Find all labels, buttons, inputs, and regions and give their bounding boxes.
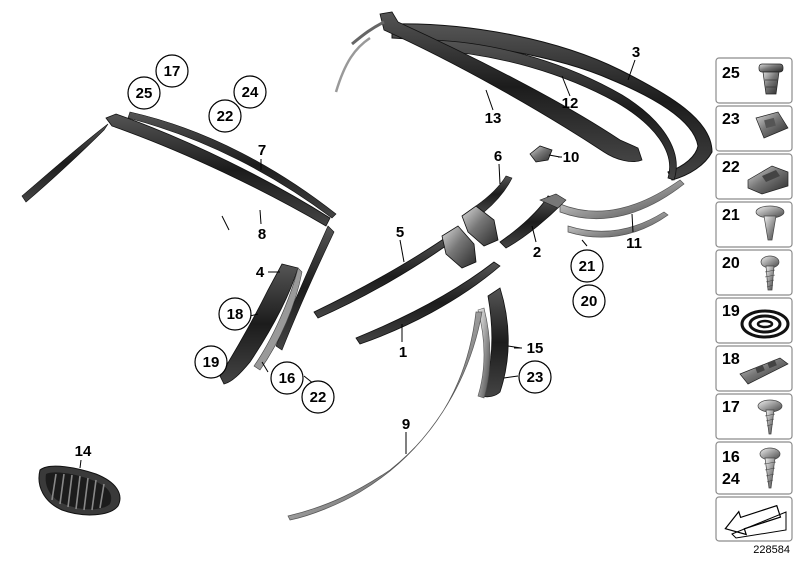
label-15: 15 <box>527 340 544 357</box>
panel-label-16: 16 <box>722 449 740 466</box>
part-9-seal-strip <box>287 311 483 521</box>
label-11: 11 <box>626 235 642 252</box>
panel-label-18: 18 <box>722 351 740 368</box>
circle-16 <box>270 361 304 395</box>
label-13: 13 <box>485 110 502 127</box>
label-4: 4 <box>256 264 265 281</box>
circle-25-top <box>127 76 161 110</box>
circled-label-21: 21 <box>579 258 596 275</box>
label-14: 14 <box>75 443 92 460</box>
tapping-screw-icon <box>759 447 781 489</box>
part-5-seal-and-corner <box>313 225 477 319</box>
grommet-icon <box>758 63 784 95</box>
circled-label-19: 19 <box>203 354 220 371</box>
panel-label-24: 24 <box>722 471 740 488</box>
circled-label-25: 25 <box>136 85 153 102</box>
cord-coil-icon <box>740 309 790 339</box>
circled-label-24: 24 <box>242 84 259 101</box>
part-10-clip <box>529 145 553 163</box>
push-rivet-icon <box>755 205 785 241</box>
clip-nut-icon <box>755 111 789 139</box>
label-5: 5 <box>396 224 404 241</box>
circle-22-bottom <box>301 380 335 414</box>
screw-icon <box>760 255 780 291</box>
circle-23 <box>518 360 552 394</box>
circle-17 <box>155 54 189 88</box>
panel-label-17: 17 <box>722 399 740 416</box>
circled-label-18: 18 <box>227 306 244 323</box>
retaining-clip-icon <box>747 165 789 195</box>
part-12-roof-seal <box>429 39 677 181</box>
circle-18 <box>218 297 252 331</box>
figure-number: 228584 <box>753 544 790 556</box>
fastener-panel: 25 23 22 21 20 19 18 17 16 24 <box>715 57 793 556</box>
panel-label-23: 23 <box>722 111 740 128</box>
circled-label-22-bottom: 22 <box>310 389 327 406</box>
panel-label-19: 19 <box>722 303 740 320</box>
circle-20 <box>572 284 606 318</box>
plain-labels: 1 2 3 4 5 6 7 8 9 10 11 12 13 14 15 <box>75 44 642 460</box>
part-1-seal <box>355 261 501 345</box>
label-3: 3 <box>632 44 640 61</box>
part-4-a-pillar-cover <box>219 263 303 385</box>
label-9: 9 <box>402 416 410 433</box>
circled-label-20: 20 <box>581 293 598 310</box>
panel-label-20: 20 <box>722 255 740 272</box>
pan-head-screw-icon <box>757 399 783 435</box>
part-14-kidney-grille <box>38 465 121 516</box>
clip-strip-icon <box>739 357 789 385</box>
circled-label-17: 17 <box>164 63 181 80</box>
circle-22-top <box>208 99 242 133</box>
circled-label-16: 16 <box>279 370 296 387</box>
leader-lines <box>79 59 636 469</box>
label-7: 7 <box>258 142 266 159</box>
panel-label-22: 22 <box>722 159 740 176</box>
circled-labels <box>127 54 606 414</box>
direction-arrow-icon <box>724 504 787 539</box>
label-8: 8 <box>258 226 266 243</box>
circle-24-top <box>233 75 267 109</box>
part-11-trim-strip <box>559 179 685 238</box>
label-2: 2 <box>533 244 541 261</box>
circled-label-texts: 17 25 24 22 18 19 16 22 21 20 23 <box>136 63 598 406</box>
part-6-bracket <box>461 175 513 247</box>
part-7-8-windshield-frame-seal <box>21 111 337 351</box>
label-12: 12 <box>562 95 579 112</box>
panel-label-25: 25 <box>722 65 740 82</box>
label-6: 6 <box>494 148 502 165</box>
part-13-roof-seal <box>334 11 643 162</box>
label-10: 10 <box>563 149 580 166</box>
part-15-trim <box>477 287 509 399</box>
circled-label-23: 23 <box>527 369 544 386</box>
circled-label-22-top: 22 <box>217 108 234 125</box>
circle-21 <box>570 249 604 283</box>
panel-label-21: 21 <box>722 207 740 224</box>
label-1: 1 <box>399 344 407 361</box>
circle-19 <box>194 345 228 379</box>
part-2-seal <box>499 193 567 249</box>
